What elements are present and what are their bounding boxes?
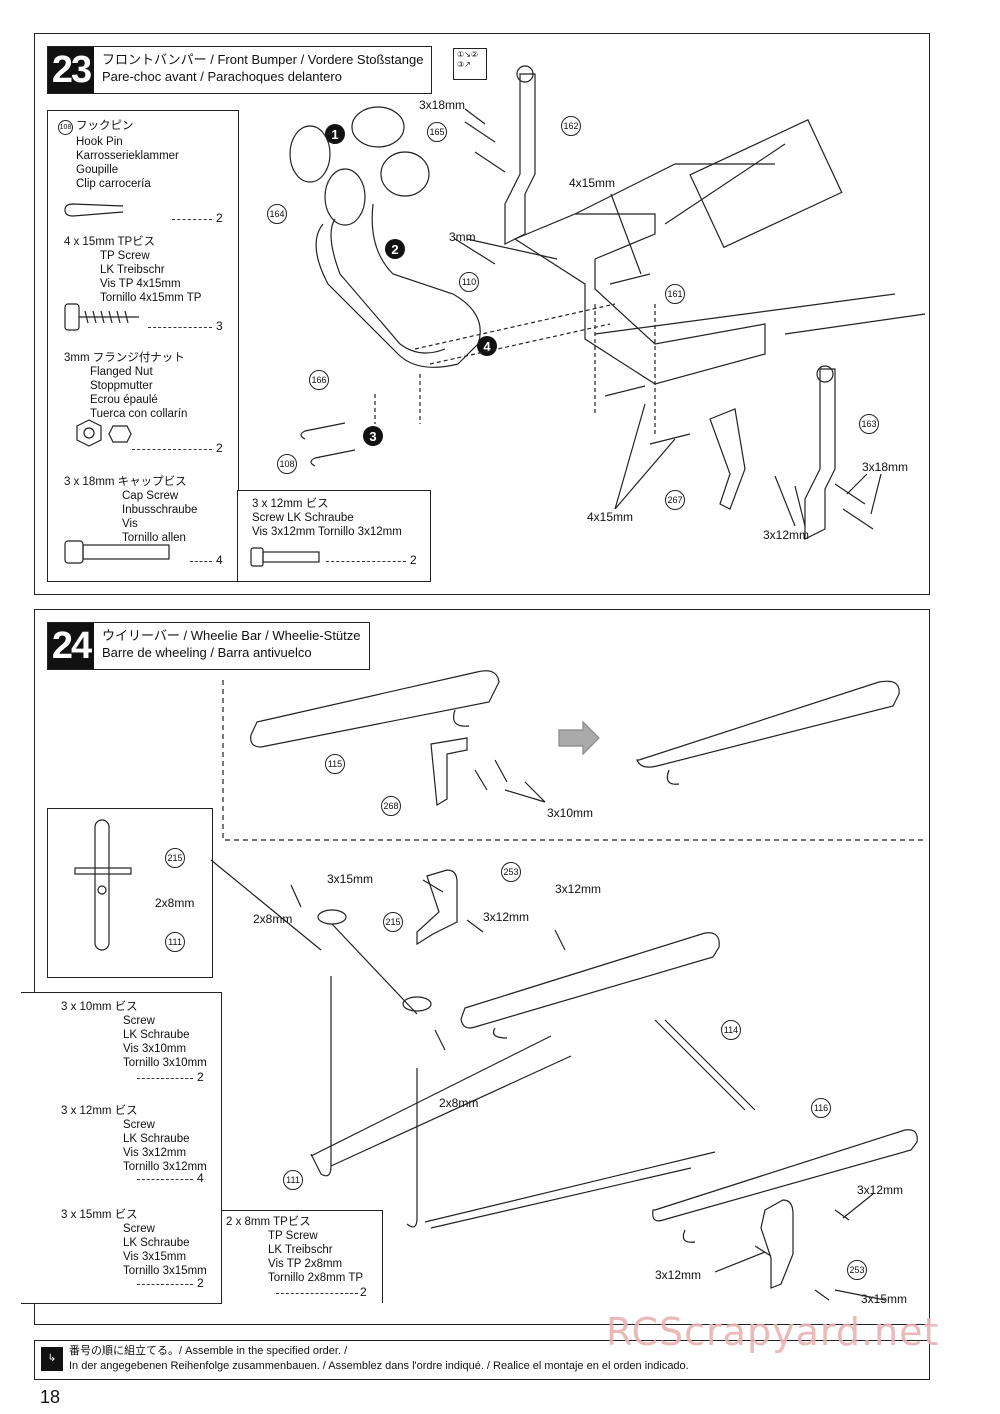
label-3x12-right: 3x12mm — [857, 1183, 904, 1197]
callout-215: 215 — [383, 912, 403, 932]
footer-note: ↳ 番号の順に組立てる。/ Assemble in the specified … — [34, 1340, 930, 1380]
callout-114: 114 — [721, 1020, 741, 1040]
sequence-marker-2: 2 — [385, 239, 405, 259]
qty-tp-screw: 3 — [216, 319, 223, 333]
part-flanged-nut: 3mm フランジ付ナット Flanged Nut Stoppmutter Ecr… — [64, 352, 188, 420]
part-tp-screw-4x15: 4 x 15mm TPビス TP Screw LK Treibschr Vis … — [64, 236, 202, 304]
callout-115: 115 — [325, 754, 345, 774]
qty-cap-screw: 4 — [216, 553, 223, 567]
step-24-parts-list-extra: 2 x 8mm TPビス TP Screw LK Treibschr Vis T… — [221, 1210, 383, 1303]
qty-hook-pin: 2 — [216, 211, 223, 225]
step-23-header: 23 フロントバンパー / Front Bumper / Vordere Sto… — [47, 46, 433, 94]
step-title-line1: フロントバンパー / Front Bumper / Vordere Stoßst… — [102, 52, 424, 67]
label-4x15-top: 4x15mm — [569, 176, 616, 190]
step-23-panel: 23 フロントバンパー / Front Bumper / Vordere Sto… — [34, 33, 930, 595]
label-3x10: 3x10mm — [547, 806, 594, 820]
sequence-marker-4: 4 — [477, 336, 497, 356]
part-number-badge: 108 — [58, 120, 73, 135]
step-title-line2: Barre de wheeling / Barra antivuelco — [102, 645, 312, 660]
label-3x12-mid: 3x12mm — [483, 910, 530, 924]
callout-253-top: 253 — [501, 862, 521, 882]
footer-line2: In der angegebenen Reihenfolge zusammenb… — [69, 1360, 689, 1372]
label-3x15-bottom: 3x15mm — [861, 1292, 908, 1306]
label-3mm: 3mm — [449, 230, 476, 244]
label-3x12-top: 3x12mm — [555, 882, 602, 896]
callout-161: 161 — [665, 284, 685, 304]
step-24-panel: 24 ウイリーバー / Wheelie Bar / Wheelie-Stütze… — [21, 609, 930, 1325]
callout-267: 267 — [665, 490, 685, 510]
step-24-parts-text: 3 x 10mm ビス Screw LK Schraube Vis 3x10mm… — [61, 1000, 221, 1278]
part-screw-3x12: 3 x 12mm ビス Screw LK Schraube Vis 3x12mm… — [61, 1105, 207, 1173]
page-number: 18 — [40, 1387, 61, 1407]
callout-165: 165 — [427, 122, 447, 142]
detail-inset — [47, 808, 213, 978]
label-3x18-top: 3x18mm — [419, 98, 466, 112]
callout-163: 163 — [859, 414, 879, 434]
callout-108: 108 — [277, 454, 297, 474]
watermark: RCScrapyard.net — [606, 1310, 940, 1354]
qty-screw-3x12: 4 — [197, 1171, 204, 1185]
callout-166: 166 — [309, 370, 329, 390]
callout-268: 268 — [381, 796, 401, 816]
part-cap-screw-3x18: 3 x 18mm キャップビス Cap Screw Inbusschraube … — [64, 476, 198, 544]
order-icon: ↳ — [41, 1347, 63, 1371]
label-2x8-bottom: 2x8mm — [439, 1096, 479, 1110]
label-3x12-right: 3x12mm — [763, 528, 810, 542]
step-number: 24 — [48, 623, 94, 669]
callout-110: 110 — [459, 272, 479, 292]
callout-253-bottom: 253 — [847, 1260, 867, 1280]
callout-111: 111 — [283, 1170, 303, 1190]
label-3x12-bottom: 3x12mm — [655, 1268, 702, 1282]
callout-116: 116 — [811, 1098, 831, 1118]
callout-164: 164 — [267, 204, 287, 224]
step-23-parts-list-extra: 3 x 12mm ビス Screw LK Schraube Vis 3x12mm… — [237, 490, 431, 582]
part-screw-3x12-hdr: 3 x 12mm ビス — [252, 498, 329, 510]
qty-tp-screw-2x8: 2 — [360, 1285, 367, 1299]
footer-line1: 番号の順に組立てる。/ Assemble in the specified or… — [69, 1345, 348, 1357]
step-title-line1: ウイリーバー / Wheelie Bar / Wheelie-Stütze — [102, 628, 361, 643]
label-3x18-right: 3x18mm — [862, 460, 909, 474]
qty-screw-3x12: 2 — [410, 553, 417, 567]
label-3x15-top: 3x15mm — [327, 872, 374, 886]
label-2x8-left: 2x8mm — [253, 912, 293, 926]
step-24-header: 24 ウイリーバー / Wheelie Bar / Wheelie-Stütze… — [47, 622, 370, 670]
part-screw-3x10: 3 x 10mm ビス Screw LK Schraube Vis 3x10mm… — [61, 1001, 207, 1069]
qty-screw-3x10: 2 — [197, 1070, 204, 1084]
step-title-line2: Pare-choc avant / Parachoques delantero — [102, 69, 342, 84]
label-4x15-bottom: 4x15mm — [587, 510, 634, 524]
part-screw-3x15: 3 x 15mm ビス Screw LK Schraube Vis 3x15mm… — [61, 1209, 207, 1277]
label-2x8-inset: 2x8mm — [155, 896, 195, 910]
step-number: 23 — [48, 47, 94, 93]
qty-flanged-nut: 2 — [216, 441, 223, 455]
callout-111-inset: 111 — [165, 932, 185, 952]
callout-162: 162 — [561, 116, 581, 136]
callout-215-inset: 215 — [165, 848, 185, 868]
sequence-marker-3: 3 — [363, 426, 383, 446]
qty-screw-3x15: 2 — [197, 1276, 204, 1290]
sequence-marker-1: 1 — [325, 124, 345, 144]
step-24-parts-list — [21, 992, 222, 1304]
